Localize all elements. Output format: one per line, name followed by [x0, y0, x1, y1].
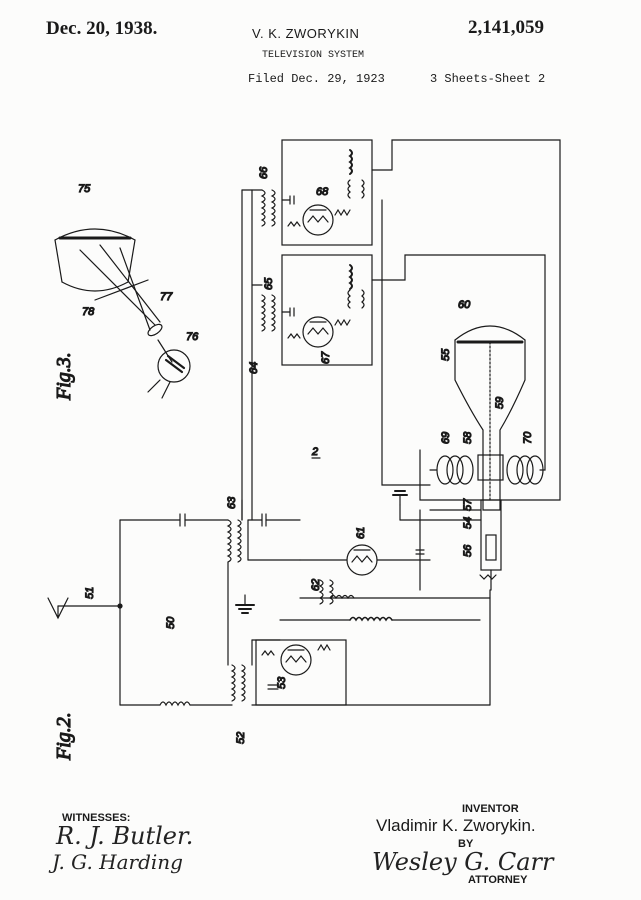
fig3-label: Fig.3. — [53, 352, 75, 401]
label-77: 77 — [160, 291, 173, 303]
antenna-input-circuit — [47, 513, 233, 707]
label-76: 76 — [186, 331, 199, 343]
label-66: 66 — [258, 166, 270, 179]
sheet-count: 3 Sheets-Sheet 2 — [430, 72, 546, 86]
label-59: 59 — [494, 397, 506, 409]
label-50: 50 — [165, 616, 177, 629]
ground-symbol — [235, 490, 408, 614]
label-52: 52 — [235, 732, 247, 744]
by-label: BY — [458, 838, 474, 850]
patent-title: TELEVISION SYSTEM — [262, 50, 365, 61]
witness-signature-2: J. G. Harding — [52, 850, 183, 874]
bus-64 — [241, 189, 263, 521]
attorney-heading: ATTORNEY — [468, 874, 528, 886]
inventor-name: Vladimir K. Zworykin. — [376, 816, 536, 835]
label-70: 70 — [522, 431, 534, 444]
patent-number: 2,141,059 — [468, 17, 544, 38]
witness-signature-1: R. J. Butler. — [56, 822, 194, 850]
patent-date: Dec. 20, 1938. — [46, 18, 158, 39]
label-56: 56 — [462, 544, 474, 557]
label-63: 63 — [226, 496, 238, 509]
label-67: 67 — [320, 351, 332, 364]
label-75: 75 — [78, 183, 91, 195]
deflection-coils — [429, 454, 544, 485]
attorney-signature: Wesley G. Carr — [372, 848, 554, 876]
fig2-label: Fig.2. — [53, 712, 75, 761]
label-57: 57 — [462, 498, 474, 511]
transformer-63 — [226, 499, 301, 666]
filing-date: Filed Dec. 29, 1923 — [248, 72, 385, 86]
amplifier-stage-53 — [230, 589, 491, 706]
amplifier-stage-67 — [260, 199, 546, 486]
label-54: 54 — [462, 517, 474, 529]
tube-61-circuit — [299, 504, 482, 605]
cathode-ray-tube-55 — [454, 325, 526, 591]
label-68: 68 — [316, 186, 329, 198]
inventor-heading: INVENTOR — [462, 803, 519, 815]
label-78: 78 — [82, 306, 95, 318]
label-51: 51 — [84, 587, 96, 599]
label-55: 55 — [440, 348, 452, 361]
witnesses-heading: WITNESSES: — [62, 812, 131, 824]
amplifier-stage-68 — [260, 139, 561, 501]
label-2: 2 — [311, 446, 318, 458]
label-69: 69 — [440, 432, 452, 444]
label-61: 61 — [355, 527, 367, 539]
label-60: 60 — [458, 299, 471, 311]
label-58: 58 — [462, 431, 474, 444]
label-64: 64 — [248, 362, 260, 374]
label-62: 62 — [310, 579, 322, 591]
label-65: 65 — [263, 277, 275, 290]
fig3-receiver-tube — [54, 228, 191, 399]
label-53: 53 — [276, 676, 288, 689]
inventor-header: V. K. ZWORYKIN — [252, 26, 360, 41]
